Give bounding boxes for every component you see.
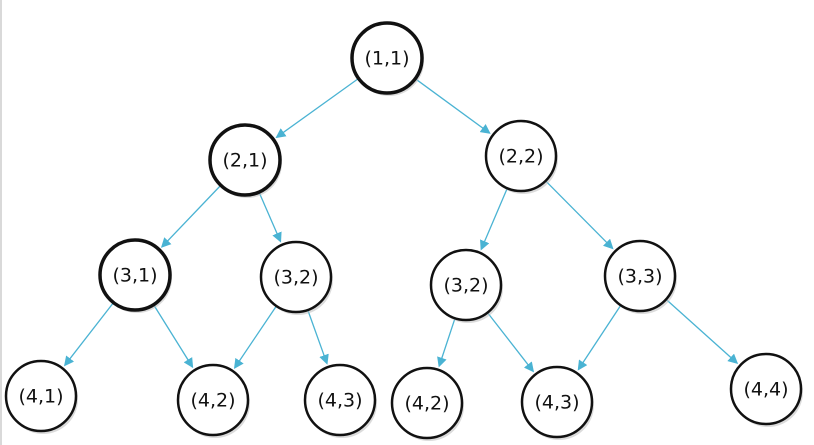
tree-node-n21: (2,1)	[208, 123, 282, 198]
edge-arrow-n11-to-n22	[415, 78, 491, 134]
tree-node-n42a: (4,2)	[176, 363, 250, 438]
node-circle	[520, 365, 594, 439]
tree-node-n42b: (4,2)	[390, 366, 464, 441]
node-circle	[303, 363, 377, 437]
edges-layer	[63, 78, 739, 373]
tree-node-n44: (4,4)	[729, 352, 803, 427]
edge-arrow-n32b-to-n43b	[487, 313, 535, 373]
edge-arrow-n33-to-n44	[666, 299, 739, 365]
node-circle	[390, 366, 464, 440]
tree-node-n11: (1,1)	[350, 21, 424, 96]
node-label: (4,4)	[743, 379, 788, 401]
edge-arrow-n22-to-n33	[545, 181, 614, 250]
node-label: (4,1)	[18, 386, 63, 408]
node-label: (4,2)	[190, 390, 235, 412]
node-circle	[484, 119, 558, 193]
edge-arrow-n32b-to-n42b	[437, 318, 456, 368]
node-label: (1,1)	[364, 48, 409, 70]
tree-node-n32a: (3,2)	[259, 240, 333, 315]
node-label: (4,3)	[317, 390, 362, 412]
node-circle	[350, 21, 424, 95]
node-label: (2,2)	[498, 146, 543, 168]
tree-node-n43a: (4,3)	[303, 363, 377, 438]
node-circle	[603, 239, 677, 313]
node-circle	[176, 363, 250, 437]
node-circle	[4, 359, 78, 433]
edge-arrow-n32a-to-n42a	[233, 306, 277, 369]
tree-node-n33: (3,3)	[603, 239, 677, 314]
node-label: (3,1)	[112, 265, 157, 287]
edge-arrow-n31-to-n41	[63, 303, 114, 367]
nodes-layer: (1,1) (2,1) (2,2) (3,1) (3,2) (3,2) (3,3) (4,1)…	[4, 21, 803, 441]
node-circle	[429, 248, 503, 322]
tree-node-n32b: (3,2)	[429, 248, 503, 323]
node-label: (3,2)	[443, 275, 488, 297]
node-label: (2,1)	[222, 150, 267, 172]
tree-node-n22: (2,2)	[484, 119, 558, 194]
tree-node-n43b: (4,3)	[520, 365, 594, 440]
node-label: (3,3)	[617, 266, 662, 288]
tree-node-n41: (4,1)	[4, 359, 78, 434]
node-label: (4,2)	[404, 393, 449, 415]
node-circle	[208, 123, 282, 197]
node-label: (3,2)	[273, 267, 318, 289]
node-circle	[259, 240, 333, 314]
node-circle	[98, 238, 172, 312]
edge-arrow-n11-to-n21	[275, 78, 359, 139]
edge-arrow-n22-to-n32b	[480, 188, 508, 251]
tree-node-n31: (3,1)	[98, 238, 172, 313]
edge-arrow-n21-to-n32a	[258, 192, 282, 243]
edge-arrow-n33-to-n43b	[577, 305, 621, 371]
edge-arrow-n21-to-n31	[160, 185, 221, 248]
node-circle	[729, 352, 803, 426]
left-border-line	[0, 0, 2, 445]
edge-arrow-n31-to-n42a	[153, 305, 194, 369]
node-label: (4,3)	[534, 392, 579, 414]
edge-arrow-n32a-to-n43a	[307, 310, 329, 365]
